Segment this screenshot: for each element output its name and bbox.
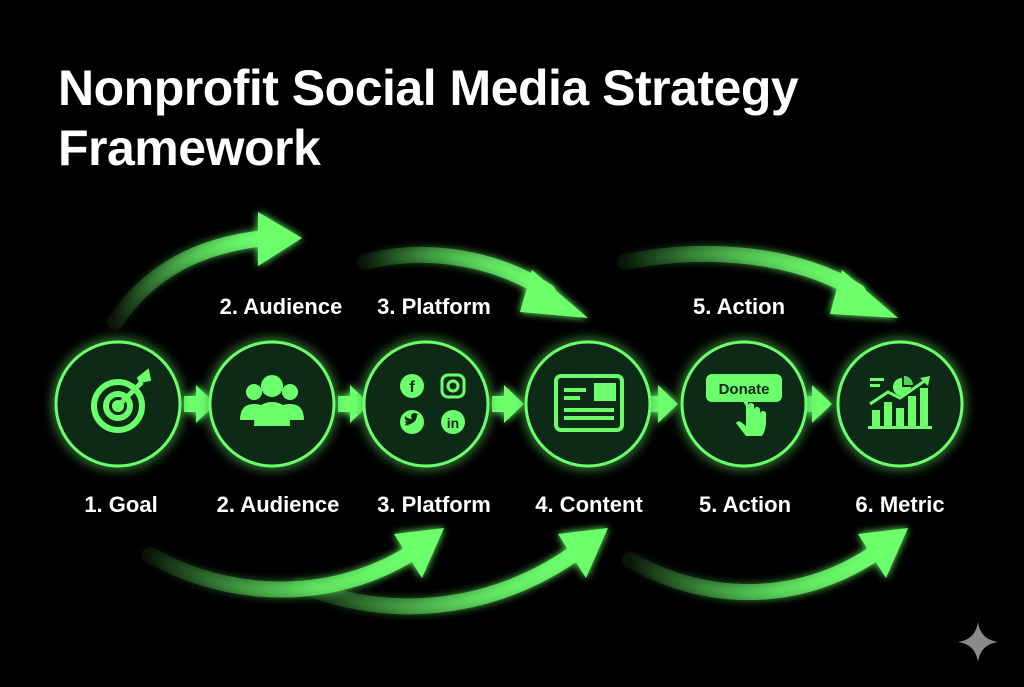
connector-arrow-3 xyxy=(492,385,524,423)
step-label-goal: 1. Goal xyxy=(84,492,158,517)
connector-arrow-1 xyxy=(184,385,216,423)
node-action: Donate xyxy=(680,340,808,468)
pointer-hand-icon xyxy=(736,397,766,436)
node-audience xyxy=(208,340,336,468)
social-platforms-icon: f in xyxy=(400,373,466,434)
people-icon xyxy=(240,375,304,426)
page-title: Nonprofit Social Media Strategy Framewor… xyxy=(58,58,958,178)
title-line-1: Nonprofit Social Media Strategy xyxy=(58,60,799,116)
node-goal xyxy=(54,340,182,468)
svg-text:f: f xyxy=(409,379,415,396)
title-line-2: Framework xyxy=(58,120,321,176)
top-arrow-1 xyxy=(107,212,302,330)
connector-arrow-5 xyxy=(800,385,832,423)
step-label-content: 4. Content xyxy=(535,492,643,517)
step-label-action: 5. Action xyxy=(698,492,792,517)
connector-arrow-4 xyxy=(646,385,678,423)
top-arrow-3 xyxy=(617,245,898,318)
bottom-arrow-1 xyxy=(142,528,444,598)
analytics-chart-icon xyxy=(868,376,932,429)
donate-button-icon: Donate xyxy=(706,374,782,436)
node-content xyxy=(524,340,652,468)
svg-text:in: in xyxy=(447,415,459,431)
step-label-metric: 6. Metric xyxy=(855,492,945,517)
target-icon xyxy=(91,368,152,433)
step-label-audience: 2. Audience xyxy=(216,492,340,517)
top-arrow-2 xyxy=(357,246,588,318)
node-metric xyxy=(836,340,964,468)
content-card-icon xyxy=(554,374,624,432)
sparkle-icon xyxy=(958,622,998,662)
node-platform: f in xyxy=(362,340,490,468)
top-label-action: 5. Action xyxy=(692,294,786,319)
donate-button-text: Donate xyxy=(719,381,770,398)
top-label-platform: 3. Platform xyxy=(377,294,491,319)
connector-arrow-2 xyxy=(338,385,370,423)
top-label-audience: 2. Audience xyxy=(219,294,343,319)
bottom-arrow-2 xyxy=(292,528,608,615)
bottom-arrow-3 xyxy=(622,528,908,601)
step-label-platform: 3. Platform xyxy=(377,492,491,517)
